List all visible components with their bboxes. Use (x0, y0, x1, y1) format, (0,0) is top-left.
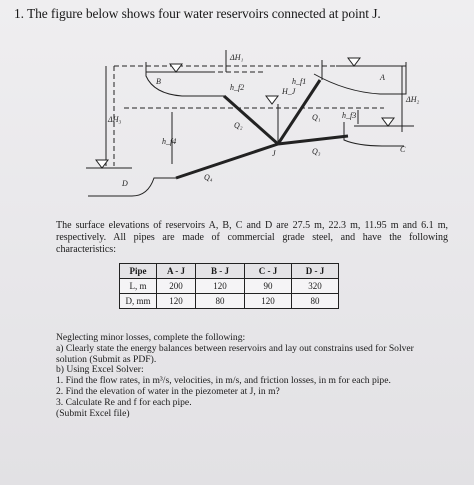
task-line: (Submit Excel file) (56, 407, 130, 419)
table-header-cell: Pipe (119, 263, 157, 279)
table-header-cell: D - J (291, 263, 339, 279)
surface-marker-a (347, 57, 361, 67)
surface-marker-b (169, 63, 183, 73)
reservoir-a-wall (313, 62, 407, 95)
task-line: 1. Find the flow rates, in m³/s, velocit… (56, 375, 391, 387)
task-line: Neglecting minor losses, complete the fo… (56, 332, 246, 343)
task-line: 3. Calculate Re and f for each pipe. (56, 396, 192, 408)
table-header-cell: C - J (244, 263, 292, 279)
reservoir-d-wall (88, 177, 176, 197)
table-cell: D, mm (119, 293, 157, 309)
label-q4: Q₄ (204, 173, 213, 182)
label-dh1: ΔH₁ (229, 53, 243, 62)
task-line: 2. Find the elevation of water in the pi… (56, 385, 280, 397)
task-line: solution (Submit as PDF). (56, 353, 157, 365)
label-b: B (156, 77, 161, 86)
table-cell: 120 (156, 293, 196, 309)
problem-paragraph: The surface elevations of reservoirs A, … (56, 220, 448, 255)
pipe-properties-table: Pipe A - J B - J C - J D - J L, m 200 12… (119, 263, 339, 309)
table-header-cell: B - J (195, 263, 245, 279)
table-cell: 120 (244, 293, 292, 309)
table-row: L, m 200 120 90 320 (119, 278, 339, 294)
task-line: b) Using Excel Solver: (56, 364, 144, 376)
surface-marker-c (381, 117, 395, 127)
reservoir-c-wall (343, 122, 404, 147)
label-q1: Q₁ (312, 113, 321, 122)
label-hf4: h_f4 (162, 137, 176, 146)
label-q3: Q₃ (312, 147, 321, 156)
label-a: A (379, 73, 385, 82)
surface-marker-d (95, 159, 109, 169)
label-d: D (121, 179, 128, 188)
pipe-a-j (276, 79, 322, 145)
task-list: Neglecting minor losses, complete the fo… (56, 332, 454, 419)
table-cell: 200 (156, 278, 196, 294)
label-hf3: h_f3 (342, 111, 356, 120)
table-cell: 120 (195, 278, 245, 294)
label-hj: H_J (281, 87, 296, 96)
surface-marker-j (265, 95, 279, 105)
table-cell: 80 (291, 293, 339, 309)
table-cell: 80 (195, 293, 245, 309)
question-title: 1. The figure below shows four water res… (14, 6, 381, 21)
label-hf2: h_f2 (230, 83, 244, 92)
label-c: C (400, 145, 406, 154)
label-hf1: h_f1 (292, 77, 306, 86)
table-header-row: Pipe A - J B - J C - J D - J (119, 263, 339, 279)
task-line: a) Clearly state the energy balances bet… (56, 342, 414, 354)
reservoir-diagram: B A C D J ΔH₁ ΔH₂ ΔH₃ h_f1 h_f2 h_f3 h_f… (86, 50, 419, 197)
table-row: D, mm 120 80 120 80 (119, 293, 339, 309)
table-header-cell: A - J (156, 263, 196, 279)
reservoir-b-wall (145, 62, 224, 97)
label-dh2: ΔH₂ (405, 95, 419, 104)
label-dh3: ΔH₃ (107, 115, 121, 124)
pipe-d-j (175, 142, 279, 180)
pipe-c-j (277, 134, 349, 146)
reservoir-figure: B A C D J ΔH₁ ΔH₂ ΔH₃ h_f1 h_f2 h_f3 h_f… (84, 36, 444, 212)
label-q2: Q₂ (234, 121, 243, 130)
table-cell: 90 (244, 278, 292, 294)
pipe-b-j (223, 94, 279, 146)
label-j: J (272, 149, 276, 158)
table-cell: L, m (119, 278, 157, 294)
table-cell: 320 (291, 278, 339, 294)
